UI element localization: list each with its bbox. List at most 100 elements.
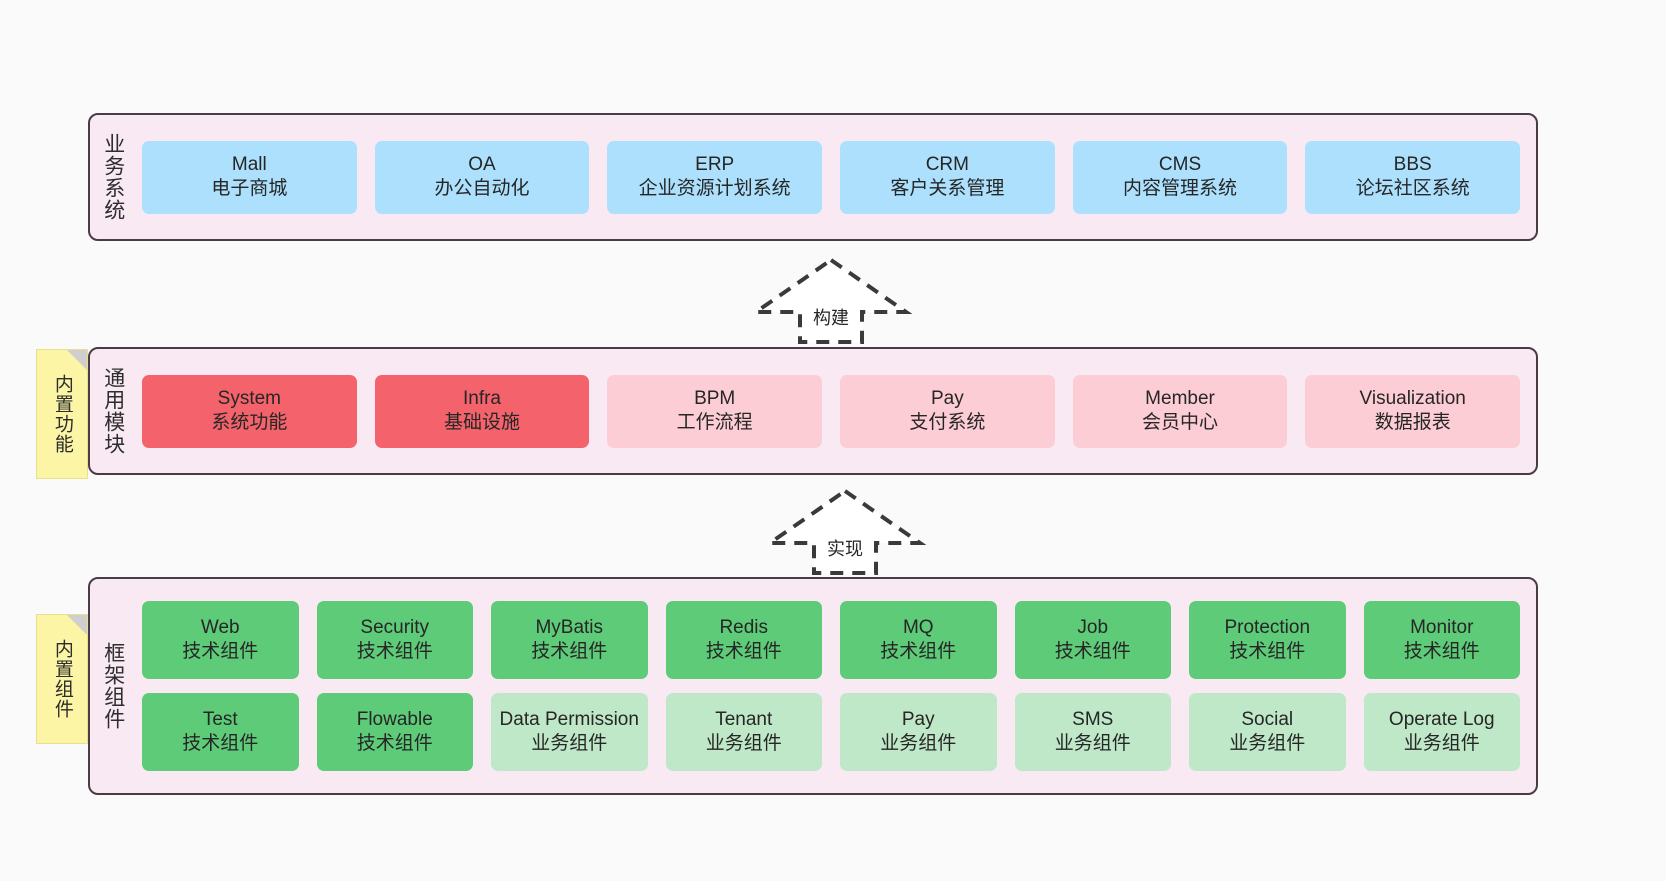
node-label-en: Social xyxy=(1241,708,1294,730)
arrow-implement: 实现 xyxy=(763,487,927,575)
node-operate-log[interactable]: Operate Log 业务组件 xyxy=(1363,693,1520,771)
node-label-cn: 业务组件 xyxy=(1054,733,1131,754)
arrow-build-label: 构建 xyxy=(813,308,849,328)
node-security[interactable]: Security 技术组件 xyxy=(316,601,473,679)
node-job[interactable]: Job 技术组件 xyxy=(1014,601,1171,679)
node-mybatis[interactable]: MyBatis 技术组件 xyxy=(491,601,648,679)
node-protection[interactable]: Protection 技术组件 xyxy=(1189,601,1346,679)
layer-row: Mall 电子商城 OA 办公自动化 ERP 企业资源计划系统 CRM 客户关系… xyxy=(142,140,1521,214)
node-label-en: Member xyxy=(1145,387,1215,409)
node-cms[interactable]: CMS 内容管理系统 xyxy=(1072,140,1288,214)
node-bpm[interactable]: BPM 工作流程 xyxy=(607,374,823,448)
node-bbs[interactable]: BBS 论坛社区系统 xyxy=(1305,140,1521,214)
node-label-cn: 数据报表 xyxy=(1374,412,1451,433)
node-pay-business[interactable]: Pay 业务组件 xyxy=(840,693,997,771)
node-monitor[interactable]: Monitor 技术组件 xyxy=(1363,601,1520,679)
node-mall[interactable]: Mall 电子商城 xyxy=(142,140,357,214)
node-oa[interactable]: OA 办公自动化 xyxy=(374,140,590,214)
node-label-en: BBS xyxy=(1393,153,1432,175)
node-label-cn: 内容管理系统 xyxy=(1123,178,1238,199)
node-label-en: Visualization xyxy=(1359,387,1466,409)
node-label-cn: 技术组件 xyxy=(356,641,433,662)
node-flowable[interactable]: Flowable 技术组件 xyxy=(316,693,473,771)
node-sms[interactable]: SMS 业务组件 xyxy=(1014,693,1171,771)
layer-body-framework-components: Web 技术组件 Security 技术组件 MyBatis 技术组件 Redi… xyxy=(136,579,1536,793)
node-label-en: Mall xyxy=(231,153,267,175)
node-data-permission[interactable]: Data Permission 业务组件 xyxy=(491,693,648,771)
layer-title-business-systems: 业务系统 xyxy=(101,133,125,221)
arrow-build: 构建 xyxy=(749,256,913,344)
node-label-en: SMS xyxy=(1072,708,1114,730)
layer-title-framework-components: 框架组件 xyxy=(101,642,125,730)
node-mq[interactable]: MQ 技术组件 xyxy=(840,601,997,679)
node-label-en: Pay xyxy=(901,708,935,730)
arrow-up-dashed-icon xyxy=(763,488,927,575)
node-system[interactable]: System 系统功能 xyxy=(142,374,357,448)
node-pay[interactable]: Pay 支付系统 xyxy=(840,374,1055,448)
node-label-cn: 系统功能 xyxy=(211,412,288,433)
node-label-en: OA xyxy=(468,153,496,175)
node-label-cn: 技术组件 xyxy=(531,641,608,662)
node-label-cn: 企业资源计划系统 xyxy=(638,178,791,199)
node-label-cn: 工作流程 xyxy=(676,412,753,433)
node-label-en: Operate Log xyxy=(1388,708,1495,730)
node-label-en: Web xyxy=(200,616,240,638)
node-label-cn: 基础设施 xyxy=(444,412,521,433)
node-label-cn: 技术组件 xyxy=(182,641,259,662)
node-label-cn: 技术组件 xyxy=(1054,641,1131,662)
node-crm[interactable]: CRM 客户关系管理 xyxy=(840,140,1055,214)
node-label-en: Data Permission xyxy=(499,708,639,730)
layer-common-modules: 通用模块 System 系统功能 Infra 基础设施 BPM 工作流程 Pay… xyxy=(88,347,1538,475)
node-label-en: Pay xyxy=(930,387,964,409)
node-label-cn: 办公自动化 xyxy=(434,178,530,199)
node-label-en: Job xyxy=(1077,616,1109,638)
node-label-cn: 技术组件 xyxy=(880,641,957,662)
node-label-en: Test xyxy=(202,708,238,730)
node-label-cn: 会员中心 xyxy=(1142,412,1219,433)
node-member[interactable]: Member 会员中心 xyxy=(1072,374,1288,448)
node-label-en: Protection xyxy=(1224,616,1311,638)
arrow-implement-label: 实现 xyxy=(827,539,863,559)
sticky-note-built-in-functions: 内置功能 xyxy=(36,349,88,479)
layer-row: Test 技术组件 Flowable 技术组件 Data Permission … xyxy=(142,693,1520,771)
layer-business-systems: 业务系统 Mall 电子商城 OA 办公自动化 ERP 企业资源计划系统 CRM… xyxy=(88,113,1538,241)
node-label-en: CMS xyxy=(1158,153,1202,175)
node-tenant[interactable]: Tenant 业务组件 xyxy=(665,693,822,771)
node-label-cn: 业务组件 xyxy=(1403,733,1480,754)
node-label-cn: 技术组件 xyxy=(182,733,259,754)
node-label-cn: 业务组件 xyxy=(531,733,608,754)
node-label-cn: 电子商城 xyxy=(211,178,288,199)
node-label-cn: 技术组件 xyxy=(356,733,433,754)
node-label-en: MQ xyxy=(902,616,934,638)
node-label-cn: 支付系统 xyxy=(909,412,986,433)
node-infra[interactable]: Infra 基础设施 xyxy=(374,374,590,448)
node-label-en: Infra xyxy=(462,387,502,409)
layer-title-common-modules: 通用模块 xyxy=(101,367,125,455)
node-label-cn: 技术组件 xyxy=(1403,641,1480,662)
node-label-cn: 业务组件 xyxy=(705,733,782,754)
node-label-en: Security xyxy=(360,616,430,638)
node-label-en: System xyxy=(217,387,282,409)
node-web[interactable]: Web 技术组件 xyxy=(142,601,299,679)
node-test[interactable]: Test 技术组件 xyxy=(142,693,299,771)
node-social[interactable]: Social 业务组件 xyxy=(1189,693,1346,771)
node-label-en: Monitor xyxy=(1410,616,1474,638)
layer-body-business-systems: Mall 电子商城 OA 办公自动化 ERP 企业资源计划系统 CRM 客户关系… xyxy=(136,115,1536,239)
node-label-en: ERP xyxy=(695,153,735,175)
arrow-up-dashed-icon xyxy=(749,257,913,344)
node-label-cn: 论坛社区系统 xyxy=(1355,178,1470,199)
sticky-note-built-in-components: 内置组件 xyxy=(36,614,88,744)
node-erp[interactable]: ERP 企业资源计划系统 xyxy=(607,140,823,214)
node-label-cn: 技术组件 xyxy=(1229,641,1306,662)
node-label-cn: 业务组件 xyxy=(1229,733,1306,754)
node-label-cn: 客户关系管理 xyxy=(890,178,1005,199)
node-label-en: Redis xyxy=(719,616,769,638)
node-redis[interactable]: Redis 技术组件 xyxy=(665,601,822,679)
node-label-en: CRM xyxy=(925,153,969,175)
node-label-cn: 业务组件 xyxy=(880,733,957,754)
layer-row: System 系统功能 Infra 基础设施 BPM 工作流程 Pay 支付系统… xyxy=(142,374,1521,448)
layer-row: Web 技术组件 Security 技术组件 MyBatis 技术组件 Redi… xyxy=(142,601,1520,679)
node-label-en: BPM xyxy=(694,387,736,409)
node-visualization[interactable]: Visualization 数据报表 xyxy=(1305,374,1521,448)
